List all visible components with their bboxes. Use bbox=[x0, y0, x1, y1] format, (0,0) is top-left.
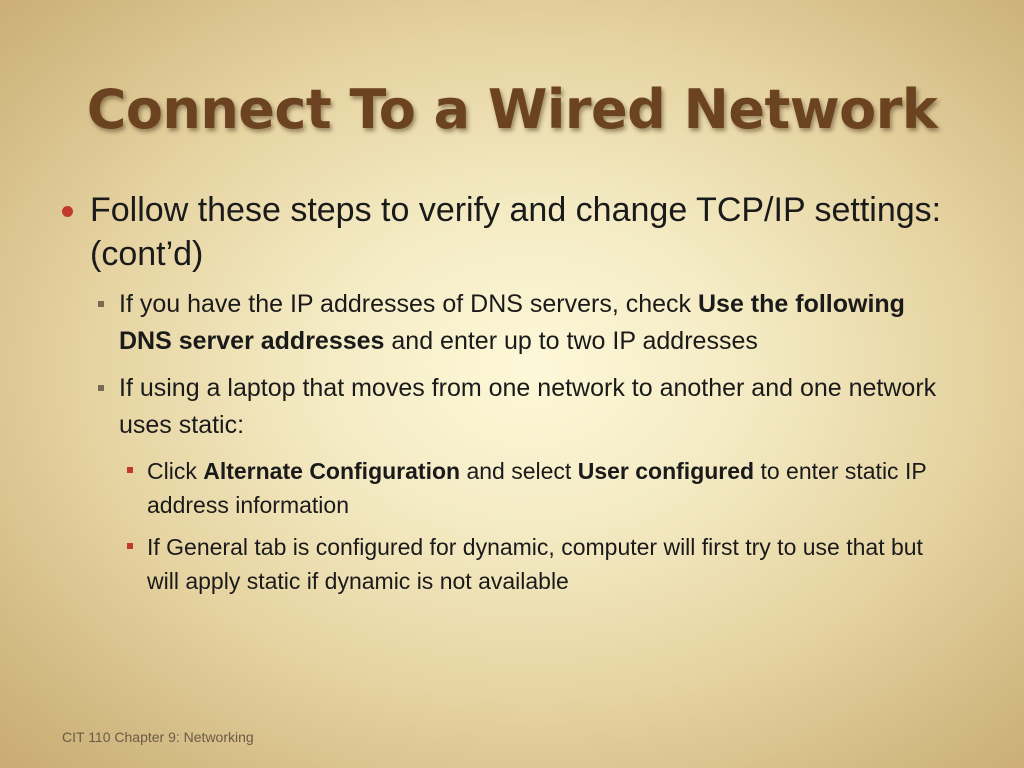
bullet-level2: If you have the IP addresses of DNS serv… bbox=[60, 286, 950, 360]
slide-title: Connect To a Wired Network bbox=[86, 78, 938, 141]
square-bullet-icon bbox=[127, 467, 133, 473]
bullet-level3: If General tab is configured for dynamic… bbox=[60, 530, 950, 598]
bullet-level1: Follow these steps to verify and change … bbox=[60, 188, 950, 276]
bullet-text: Follow these steps to verify and change … bbox=[90, 191, 942, 273]
bullet-level2: If using a laptop that moves from one ne… bbox=[60, 370, 950, 444]
bullet-text-bold: Alternate Configuration bbox=[203, 458, 461, 484]
square-bullet-icon bbox=[127, 543, 133, 549]
square-bullet-icon bbox=[98, 301, 104, 307]
bullet-text-bold: User configured bbox=[577, 458, 755, 484]
bullet-text: If General tab is configured for dynamic… bbox=[147, 534, 923, 594]
bullet-text-part: to enter static IP address information bbox=[147, 458, 927, 518]
round-bullet-icon bbox=[62, 206, 73, 217]
square-bullet-icon bbox=[98, 385, 104, 391]
bullet-text: If using a laptop that moves from one ne… bbox=[119, 374, 937, 439]
bullet-text-part: If you have the IP addresses of DNS serv… bbox=[119, 290, 698, 318]
bullet-text-part: and select bbox=[460, 458, 578, 484]
bullet-level3: Click Alternate Configuration and select… bbox=[60, 454, 950, 522]
slide-footer: CIT 110 Chapter 9: Networking bbox=[62, 729, 254, 745]
bullet-text-part: Click bbox=[147, 458, 204, 484]
bullet-text-bold: Use the following DNS server addresses bbox=[119, 290, 905, 355]
bullet-text-part: and enter up to two IP addresses bbox=[384, 327, 758, 355]
slide-content: Follow these steps to verify and change … bbox=[60, 188, 950, 606]
